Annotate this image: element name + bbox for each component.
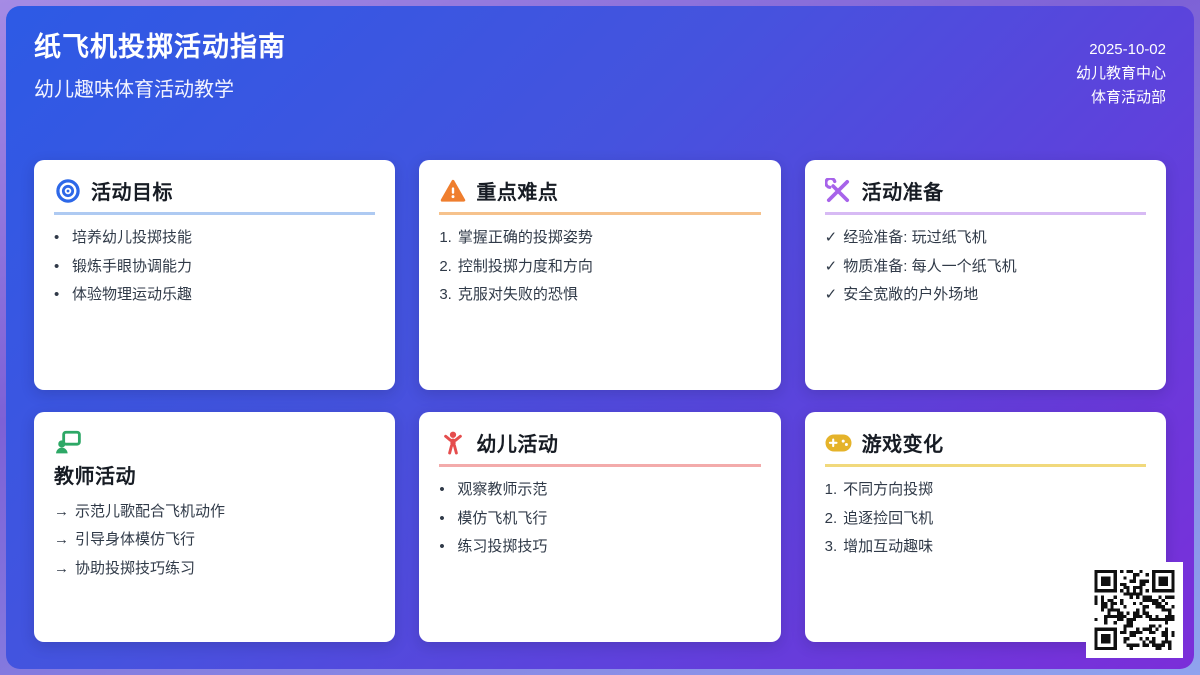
qr-code (1086, 562, 1183, 658)
list-item: • 模仿飞机飞行 (439, 509, 760, 527)
item-text: 经验准备: 玩过纸飞机 (843, 229, 987, 246)
item-marker: 2. (824, 509, 838, 527)
items-list: → 示范儿歌配合飞机动作 → 引导身体模仿飞行 → 协助投掷技巧练习 (54, 502, 375, 577)
warning-icon (439, 177, 466, 204)
card-header: 幼儿活动 (439, 428, 761, 467)
department-text: 体育活动部 (1090, 89, 1166, 106)
teacher-icon (54, 428, 81, 455)
item-marker: → (54, 502, 69, 520)
item-text: 引导身体模仿飞行 (75, 531, 196, 548)
item-marker: • (54, 229, 60, 246)
card-children-activities: 幼儿活动 • 观察教师示范 • 模仿飞机飞行 • 练习投掷技巧 (419, 412, 781, 642)
list-item: 2. 控制投掷力度和方向 (439, 257, 760, 275)
organization-text: 幼儿教育中心 (1075, 65, 1166, 82)
item-text: 不同方向投掷 (843, 481, 934, 498)
card-title: 活动准备 (861, 182, 944, 204)
item-marker: 2. (439, 257, 452, 275)
item-text: 培养幼儿投掷技能 (72, 229, 193, 246)
card-header: 活动目标 (54, 176, 376, 215)
list-item: → 示范儿歌配合飞机动作 (54, 502, 375, 520)
target-icon (54, 177, 81, 204)
item-marker: • (439, 509, 445, 527)
card-title: 游戏变化 (861, 434, 944, 456)
item-marker: ✓ (824, 229, 838, 246)
item-text: 锻炼手眼协调能力 (72, 257, 193, 275)
card-activity-preparation: 活动准备 ✓ 经验准备: 玩过纸飞机 ✓ 物质准备: 每人一个纸飞机 ✓ 安全宽敞的户外场… (804, 160, 1166, 390)
page-subtitle: 幼儿趣味体育活动教学 (34, 79, 234, 102)
item-text: 控制投掷力度和方向 (457, 257, 593, 275)
item-marker: • (439, 481, 445, 498)
date-text: 2025-10-02 (1089, 41, 1166, 58)
item-text: 体验物理运动乐趣 (72, 286, 193, 303)
list-item: 1. 不同方向投掷 (825, 482, 1146, 498)
header: 纸飞机投掷活动指南 幼儿趣味体育活动教学 2025-10-02 幼儿教育中心 体… (34, 30, 1166, 110)
card-header: 活动准备 (824, 176, 1146, 215)
title-block: 纸飞机投掷活动指南 幼儿趣味体育活动教学 (34, 30, 286, 103)
child-icon (439, 429, 466, 456)
list-item: • 培养幼儿投掷技能 (54, 230, 375, 246)
item-marker: → (54, 559, 69, 577)
list-item: 3. 增加互动趣味 (825, 539, 1146, 555)
tools-icon (825, 177, 852, 204)
list-item: • 练习投掷技巧 (439, 539, 760, 555)
item-marker: 3. (439, 286, 452, 303)
item-marker: ✓ (824, 286, 838, 303)
item-text: 掌握正确的投掷姿势 (457, 229, 593, 246)
list-item: • 锻炼手眼协调能力 (54, 257, 375, 275)
card-title: 幼儿活动 (476, 434, 559, 456)
item-text: 观察教师示范 (457, 481, 548, 498)
item-marker: → (54, 531, 69, 548)
list-item: • 体验物理运动乐趣 (54, 287, 375, 303)
item-marker: 1. (824, 481, 838, 498)
items-list: 1. 不同方向投掷 2. 追逐捡回飞机 3. 增加互动趣味 (825, 482, 1146, 555)
items-list: 1. 掌握正确的投掷姿势 2. 控制投掷力度和方向 3. 克服对失败的恐惧 (439, 230, 760, 303)
item-text: 物质准备: 每人一个纸飞机 (843, 257, 1017, 275)
item-marker: 3. (824, 538, 838, 555)
list-item: → 引导身体模仿飞行 (54, 532, 375, 548)
card-teacher-activities: 教师活动 → 示范儿歌配合飞机动作 → 引导身体模仿飞行 → 协助投掷技巧练习 (34, 412, 396, 642)
card-key-difficulties: 重点难点 1. 掌握正确的投掷姿势 2. 控制投掷力度和方向 3. 克服对失败的恐惧 (419, 160, 781, 390)
card-title: 重点难点 (476, 182, 559, 204)
list-item: ✓ 经验准备: 玩过纸飞机 (825, 230, 1146, 246)
card-activity-goals: 活动目标 • 培养幼儿投掷技能 • 锻炼手眼协调能力 • 体验物理运动乐趣 (34, 160, 396, 390)
items-list: • 培养幼儿投掷技能 • 锻炼手眼协调能力 • 体验物理运动乐趣 (54, 230, 375, 303)
item-text: 示范儿歌配合飞机动作 (75, 502, 226, 520)
item-marker: • (439, 538, 445, 555)
item-marker: 1. (439, 229, 452, 246)
card-title: 教师活动 (54, 465, 136, 488)
item-text: 模仿飞机飞行 (457, 509, 548, 527)
list-item: 3. 克服对失败的恐惧 (439, 287, 760, 303)
item-marker: • (54, 257, 60, 275)
list-item: ✓ 物质准备: 每人一个纸飞机 (824, 257, 1146, 275)
item-marker: ✓ (824, 257, 838, 275)
list-item: ✓ 安全宽敞的户外场地 (825, 287, 1146, 303)
item-text: 追逐捡回飞机 (843, 509, 934, 527)
list-item: 2. 追逐捡回飞机 (824, 509, 1146, 527)
list-item: • 观察教师示范 (439, 482, 760, 498)
item-text: 安全宽敞的户外场地 (843, 286, 979, 303)
item-text: 克服对失败的恐惧 (457, 286, 578, 303)
poster-body: 纸飞机投掷活动指南 幼儿趣味体育活动教学 2025-10-02 幼儿教育中心 体… (6, 6, 1194, 669)
items-list: ✓ 经验准备: 玩过纸飞机 ✓ 物质准备: 每人一个纸飞机 ✓ 安全宽敞的户外场地 (825, 230, 1146, 303)
item-marker: • (54, 286, 60, 303)
item-text: 增加互动趣味 (843, 538, 934, 555)
card-header: 游戏变化 (824, 428, 1146, 467)
items-list: • 观察教师示范 • 模仿飞机飞行 • 练习投掷技巧 (439, 482, 760, 555)
card-grid: 活动目标 •培养幼儿投掷技能•锻炼手眼协调能力•体验物理运动乐趣 重点难点 1 (34, 160, 1166, 642)
list-item: 1. 掌握正确的投掷姿势 (439, 230, 760, 246)
card-header: 重点难点 (439, 176, 761, 215)
card-title: 活动目标 (91, 182, 173, 204)
gamepad-icon (825, 429, 852, 456)
meta-block: 2025-10-02 幼儿教育中心 体育活动部 (1076, 38, 1166, 110)
item-text: 协助投掷技巧练习 (75, 559, 196, 577)
list-item: → 协助投掷技巧练习 (54, 559, 375, 577)
page-title: 纸飞机投掷活动指南 (34, 32, 286, 62)
item-text: 练习投掷技巧 (457, 538, 548, 555)
